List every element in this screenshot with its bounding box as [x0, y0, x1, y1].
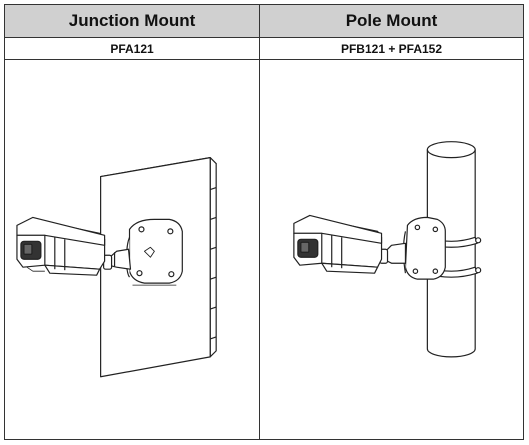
pole [426, 141, 476, 358]
junction-mount-illustration-cell [4, 59, 260, 440]
bracket-arm [103, 248, 132, 270]
model-row: PFA121 PFB121 + PFA152 [4, 37, 524, 60]
bullet-camera [293, 214, 383, 274]
junction-mount-model: PFA121 [4, 37, 260, 60]
bracket-arm [378, 242, 407, 264]
pole-mount-illustration [293, 141, 482, 358]
junction-box [402, 216, 446, 280]
header-row: Junction Mount Pole Mount [4, 4, 524, 38]
bullet-camera [16, 216, 106, 276]
pole-mount-header: Pole Mount [259, 4, 524, 38]
junction-mount-header: Junction Mount [4, 4, 260, 38]
pole-mount-illustration-cell [259, 59, 524, 440]
pole-mount-model: PFB121 + PFA152 [259, 37, 524, 60]
mount-table: Junction Mount Pole Mount PFA121 PFB121 … [4, 4, 524, 440]
junction-box [125, 218, 183, 286]
junction-mount-illustration [16, 157, 217, 378]
illustration-row [4, 59, 524, 440]
